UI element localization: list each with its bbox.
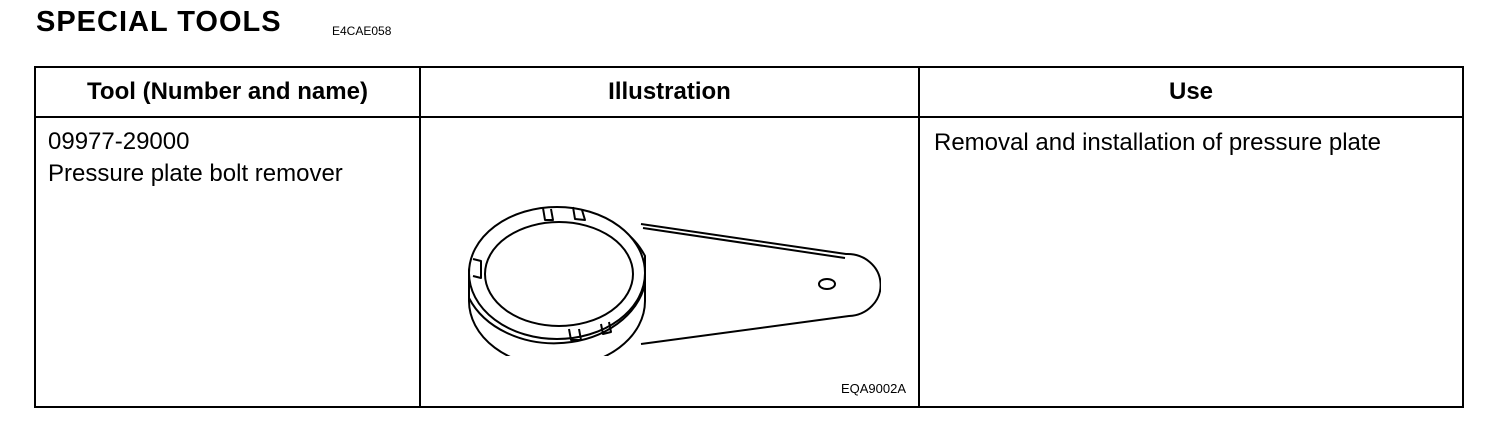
wrench-illustration-icon bbox=[468, 206, 881, 356]
special-tools-table: Tool (Number and name) Illustration Use … bbox=[34, 66, 1464, 408]
tool-number: 09977-29000 bbox=[48, 128, 190, 155]
column-header-illustration: Illustration bbox=[419, 66, 920, 118]
tool-name: Pressure plate bolt remover bbox=[48, 160, 343, 187]
section-code: E4CAE058 bbox=[332, 24, 392, 38]
table-row: 09977-29000 Pressure plate bolt remover bbox=[34, 116, 1464, 408]
column-header-use: Use bbox=[918, 66, 1464, 118]
table-header-row: Tool (Number and name) Illustration Use bbox=[34, 66, 1464, 118]
column-header-tool: Tool (Number and name) bbox=[34, 66, 421, 118]
use-cell: Removal and installation of pressure pla… bbox=[918, 116, 1464, 408]
illustration-cell: EQA9002A bbox=[419, 116, 920, 408]
tool-cell: 09977-29000 Pressure plate bolt remover bbox=[34, 116, 421, 408]
illustration-code: EQA9002A bbox=[840, 381, 906, 396]
page-title: SPECIAL TOOLS bbox=[36, 6, 282, 38]
use-text: Removal and installation of pressure pla… bbox=[934, 129, 1381, 156]
